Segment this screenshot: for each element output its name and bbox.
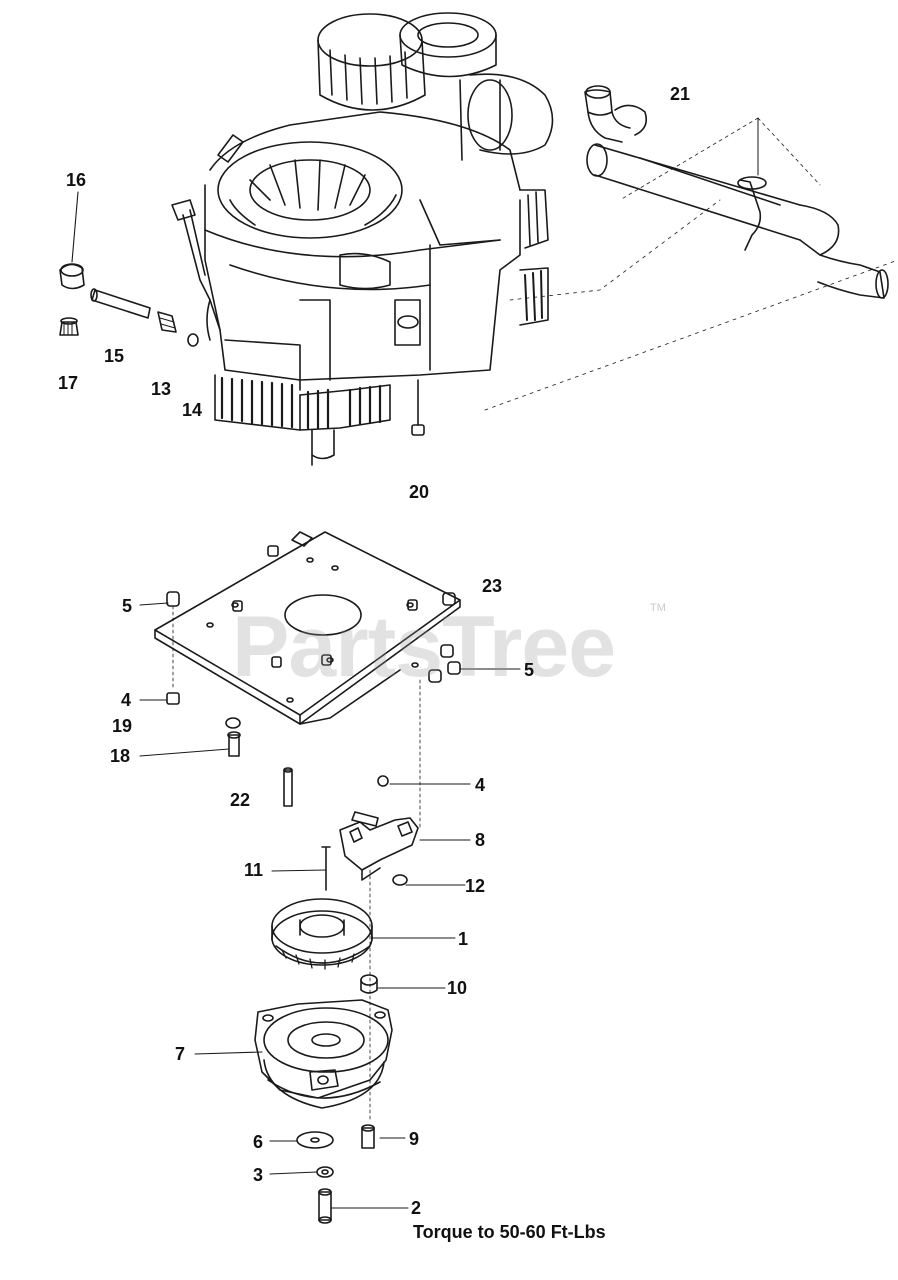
callout-20: 20 (409, 482, 430, 502)
callout-1: 1 (458, 929, 469, 949)
callout-12: 12 (465, 876, 486, 896)
callout-5-right: 5 (524, 660, 535, 680)
callout-14: 14 (182, 400, 203, 420)
callout-4-right: 4 (475, 775, 486, 795)
watermark-trademark: TM (650, 602, 666, 614)
leader-lines (71, 191, 521, 1209)
callout-9: 9 (409, 1129, 420, 1149)
callout-3: 3 (253, 1165, 264, 1185)
callout-16: 16 (66, 170, 87, 190)
callout-7: 7 (175, 1044, 186, 1064)
mounting-plate (154, 531, 461, 725)
clutch-bracket (339, 817, 419, 1121)
muffler-assembly (584, 85, 889, 299)
watermark: PartsTree (232, 599, 616, 695)
callout-21: 21 (670, 84, 691, 104)
callout-17: 17 (58, 373, 79, 393)
engine-assembly (171, 12, 898, 466)
callout-23: 23 (482, 576, 503, 596)
callout-18: 18 (110, 746, 131, 766)
callout-15: 15 (104, 346, 125, 366)
callout-6: 6 (253, 1132, 264, 1152)
dipstick-parts (59, 263, 199, 347)
callout-5-left: 5 (122, 596, 133, 616)
callout-10: 10 (447, 978, 468, 998)
torque-note: Torque to 50-60 Ft-Lbs (413, 1222, 606, 1242)
callout-22: 22 (230, 790, 251, 810)
callout-13: 13 (151, 379, 172, 399)
spacer (360, 974, 378, 994)
callout-2: 2 (411, 1198, 422, 1218)
callout-8: 8 (475, 830, 486, 850)
callout-19: 19 (112, 716, 133, 736)
electric-clutch (254, 999, 393, 1109)
callout-4-left: 4 (121, 690, 132, 710)
callout-11: 11 (244, 860, 264, 880)
